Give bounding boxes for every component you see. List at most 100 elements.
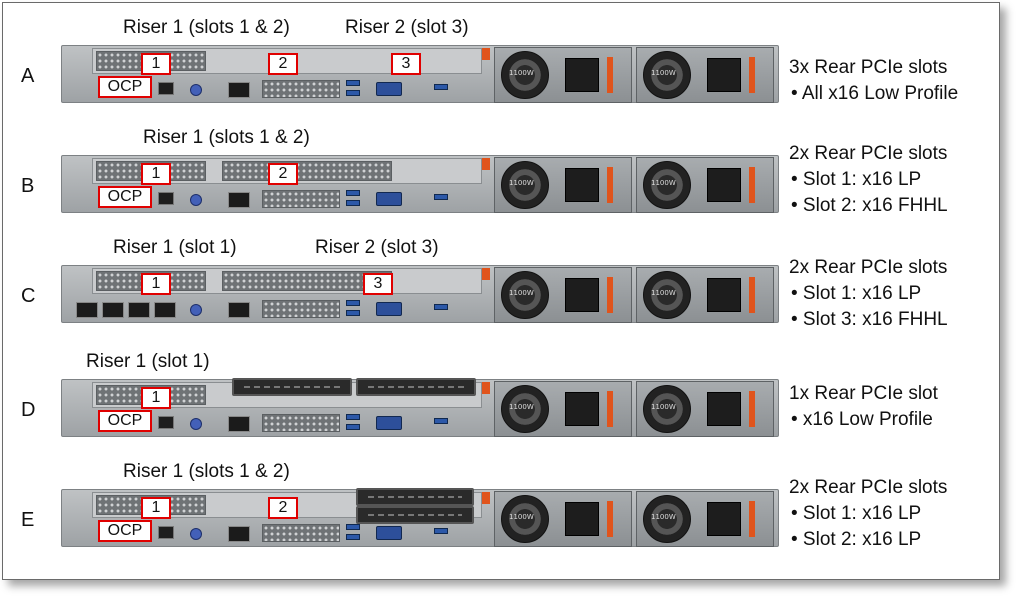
usb-port[interactable] xyxy=(346,414,360,420)
config-description: 1x Rear PCIe slot• x16 Low Profile xyxy=(789,381,938,433)
io-vent-grille xyxy=(262,190,340,208)
management-port[interactable] xyxy=(228,416,250,432)
vga-port[interactable] xyxy=(376,192,402,206)
psu-fan-icon xyxy=(501,385,549,433)
power-inlet-icon[interactable] xyxy=(707,168,741,202)
usb-port[interactable] xyxy=(346,90,360,96)
power-supply: 1100W xyxy=(494,491,632,547)
pcie-slot-2-label[interactable]: 2 xyxy=(268,497,298,519)
config-description: 2x Rear PCIe slots• Slot 1: x16 LP• Slot… xyxy=(789,475,947,553)
usb-port[interactable] xyxy=(346,424,360,430)
riser-release-tab[interactable] xyxy=(482,48,490,60)
ocp-slot-label[interactable]: OCP xyxy=(98,410,152,432)
psu-release-latch[interactable] xyxy=(749,57,755,93)
ocp-slot-label[interactable]: OCP xyxy=(98,76,152,98)
power-inlet-icon[interactable] xyxy=(565,278,599,312)
power-inlet-icon[interactable] xyxy=(707,58,741,92)
usb-port[interactable] xyxy=(346,190,360,196)
riser-label: Riser 1 (slots 1 & 2) xyxy=(123,17,290,38)
psu-release-latch[interactable] xyxy=(749,501,755,537)
pcie-slot-2-label[interactable]: 2 xyxy=(268,163,298,185)
id-button-icon[interactable] xyxy=(190,418,202,430)
riser-release-tab[interactable] xyxy=(482,382,490,394)
psu-rating: 1100W xyxy=(651,179,676,187)
config-letter: E xyxy=(21,509,35,531)
psu-release-latch[interactable] xyxy=(749,391,755,427)
power-inlet-icon[interactable] xyxy=(707,278,741,312)
power-supply: 1100W xyxy=(494,157,632,213)
power-inlet-icon[interactable] xyxy=(565,168,599,202)
management-port[interactable] xyxy=(228,526,250,542)
fhhl-slot-bracket xyxy=(222,161,392,181)
riser-label: Riser 2 (slot 3) xyxy=(345,17,469,38)
vga-port[interactable] xyxy=(376,302,402,316)
psu-fan-icon xyxy=(643,385,691,433)
power-inlet-icon[interactable] xyxy=(565,58,599,92)
ethernet-port[interactable] xyxy=(102,302,124,318)
vga-port[interactable] xyxy=(376,416,402,430)
usb-port[interactable] xyxy=(346,200,360,206)
power-inlet-icon[interactable] xyxy=(565,502,599,536)
filler-vents xyxy=(244,386,340,388)
riser-release-tab[interactable] xyxy=(482,492,490,504)
power-supply: 1100W xyxy=(494,267,632,323)
description-line: 2x Rear PCIe slots xyxy=(789,143,948,164)
pcie-slot-1-label[interactable]: 1 xyxy=(141,387,171,409)
psu-release-latch[interactable] xyxy=(607,277,613,313)
ocp-slot-label[interactable]: OCP xyxy=(98,520,152,542)
psu-release-latch[interactable] xyxy=(749,277,755,313)
id-button-icon[interactable] xyxy=(190,84,202,96)
vga-port[interactable] xyxy=(376,82,402,96)
pcie-slot-2-label[interactable]: 2 xyxy=(268,53,298,75)
pcie-slot-1-label[interactable]: 1 xyxy=(141,53,171,75)
usb-port[interactable] xyxy=(434,84,448,90)
power-supply: 1100W xyxy=(636,491,774,547)
management-port[interactable] xyxy=(228,302,250,318)
power-inlet-icon[interactable] xyxy=(707,502,741,536)
ethernet-port[interactable] xyxy=(76,302,98,318)
usb-port[interactable] xyxy=(346,300,360,306)
psu-release-latch[interactable] xyxy=(607,501,613,537)
psu-rating: 1100W xyxy=(651,69,676,77)
description-line: 2x Rear PCIe slots xyxy=(789,477,948,498)
pcie-slot-1-label[interactable]: 1 xyxy=(141,497,171,519)
psu-fan-icon xyxy=(501,161,549,209)
pcie-slot-1-label[interactable]: 1 xyxy=(141,163,171,185)
id-button-icon[interactable] xyxy=(190,304,202,316)
ethernet-port[interactable] xyxy=(154,302,176,318)
psu-rating: 1100W xyxy=(509,179,534,187)
id-button-icon[interactable] xyxy=(190,194,202,206)
usb-port[interactable] xyxy=(346,310,360,316)
riser-release-tab[interactable] xyxy=(482,158,490,170)
power-inlet-icon[interactable] xyxy=(707,392,741,426)
power-supply: 1100W xyxy=(636,47,774,103)
psu-release-latch[interactable] xyxy=(607,391,613,427)
usb-port[interactable] xyxy=(434,304,448,310)
management-port[interactable] xyxy=(228,82,250,98)
usb-port[interactable] xyxy=(434,194,448,200)
pcie-slot-1-label[interactable]: 1 xyxy=(141,273,171,295)
id-button-icon[interactable] xyxy=(190,528,202,540)
psu-fan-icon xyxy=(643,495,691,543)
power-inlet-icon[interactable] xyxy=(565,392,599,426)
usb-port[interactable] xyxy=(346,80,360,86)
psu-release-latch[interactable] xyxy=(749,167,755,203)
pcie-slot-3-label[interactable]: 3 xyxy=(391,53,421,75)
usb-port[interactable] xyxy=(346,534,360,540)
psu-rating: 1100W xyxy=(651,513,676,521)
psu-release-latch[interactable] xyxy=(607,167,613,203)
psu-fan-icon xyxy=(501,495,549,543)
ethernet-port[interactable] xyxy=(128,302,150,318)
pcie-slot-3-label[interactable]: 3 xyxy=(363,273,393,295)
usb-port[interactable] xyxy=(346,524,360,530)
usb-port[interactable] xyxy=(434,418,448,424)
usb-port[interactable] xyxy=(434,528,448,534)
management-port[interactable] xyxy=(228,192,250,208)
psu-release-latch[interactable] xyxy=(607,57,613,93)
vga-port[interactable] xyxy=(376,526,402,540)
riser-release-tab[interactable] xyxy=(482,268,490,280)
description-line: • x16 Low Profile xyxy=(791,409,933,430)
ocp-slot-label[interactable]: OCP xyxy=(98,186,152,208)
psu-fan-icon xyxy=(643,161,691,209)
slot-filler-blank xyxy=(356,488,474,506)
